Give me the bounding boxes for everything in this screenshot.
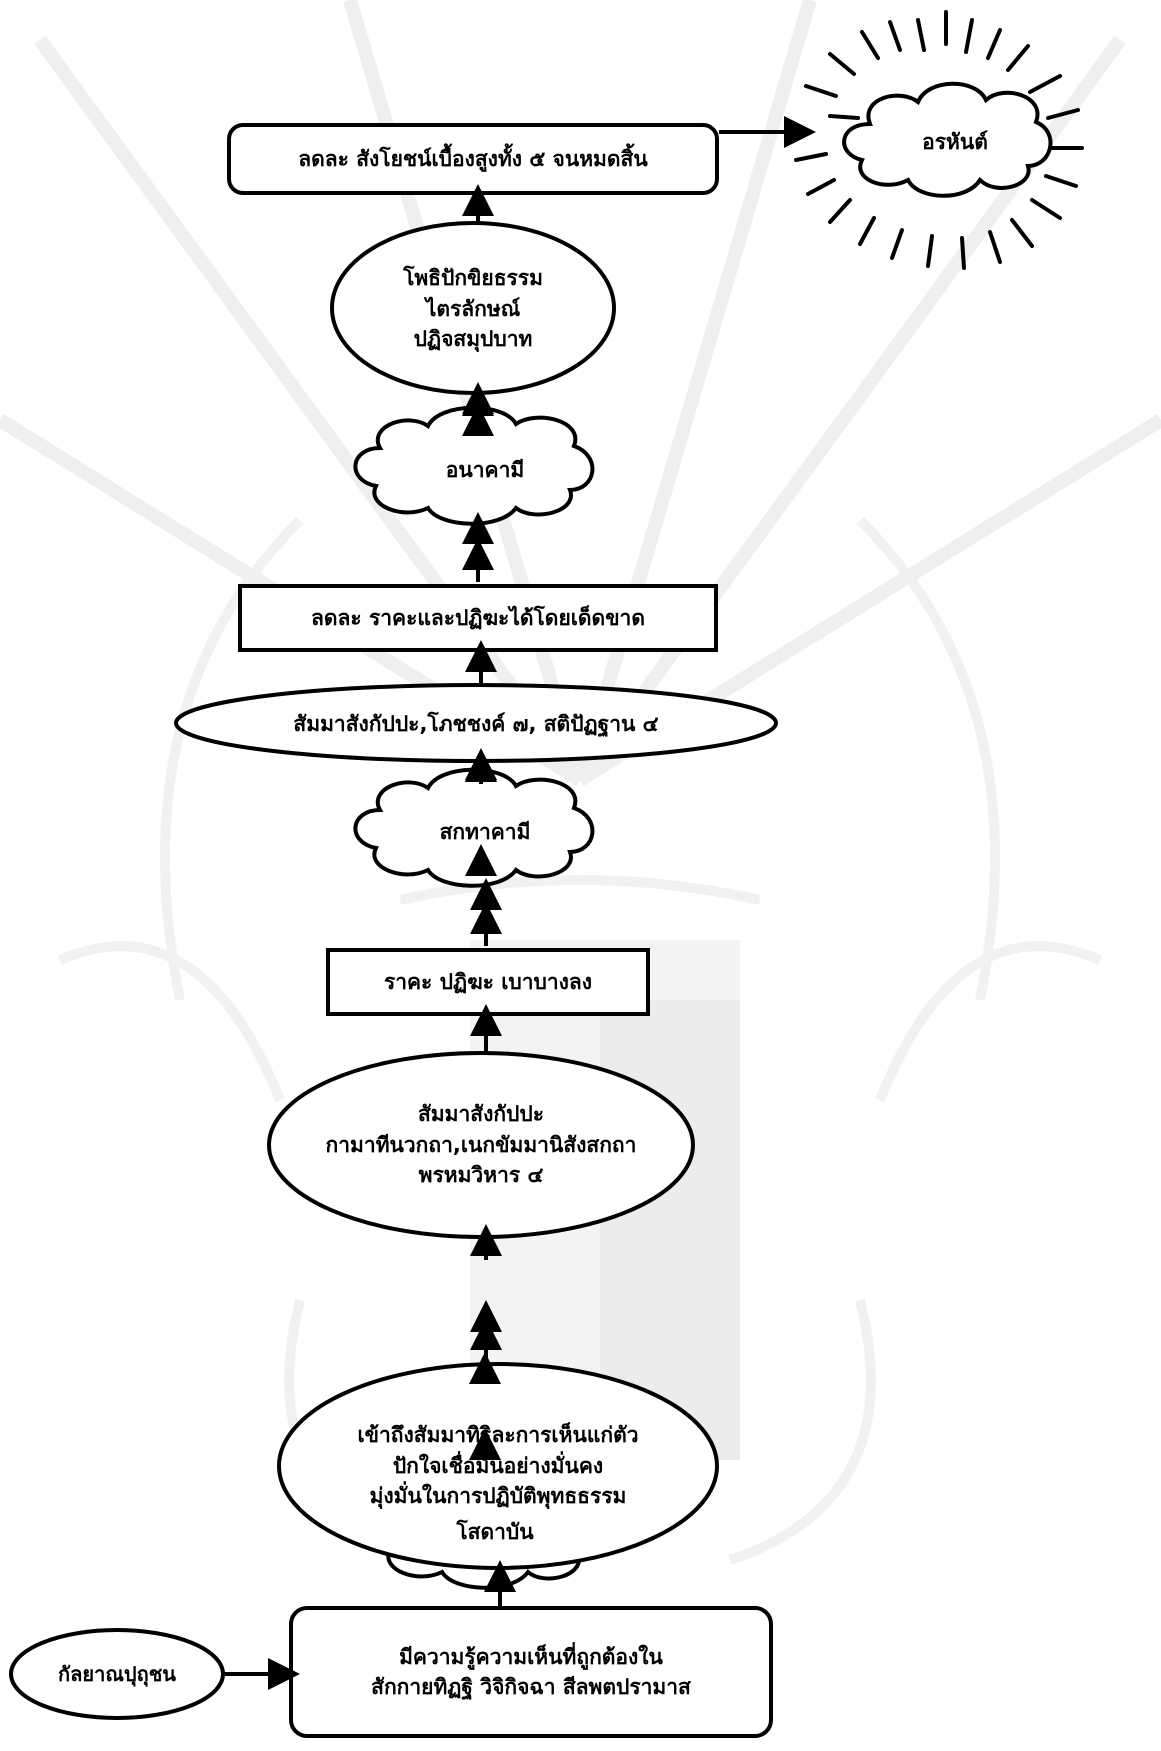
bodhi-line-2: ไตรลักษณ์ bbox=[425, 296, 521, 321]
sakadagami-line: สกทาคามี bbox=[439, 819, 531, 844]
thin-line: ราคะ ปฏิฆะ เบาบางลง bbox=[383, 969, 593, 994]
view-line-2: ปักใจเชื่อมั่นอย่างมั่นคง bbox=[392, 1453, 604, 1478]
arahant-lines: อรหันต์ bbox=[922, 127, 988, 157]
kama-lines: สัมมาสังกัปปะ กามาทีนวกถา,เนกขัมมานิสังส… bbox=[326, 1099, 637, 1190]
top-box-lines: ลดละ สังโยชน์เบื้องสูงทั้ง ๕ จนหมดสิ้น bbox=[298, 144, 647, 174]
thin-lines: ราคะ ปฏิฆะ เบาบางลง bbox=[384, 967, 592, 997]
bodhi-ellipse-label: โพธิปักขิยธรรม ไตรลักษณ์ ปฏิจสมุปบาท bbox=[332, 224, 614, 394]
raga-line: ลดละ ราคะและปฏิฆะได้โดยเด็ดขาด bbox=[310, 605, 645, 630]
kalyana-lines: กัลยาณปุถุชน bbox=[58, 1660, 176, 1689]
view-ellipse-label: เข้าถึงสัมมาทิฐิละการเห็นแก่ตัว ปักใจเชื… bbox=[279, 1364, 717, 1568]
sunburst-rays bbox=[794, 10, 1084, 270]
bottom-box-label: มีความรู้ความเห็นที่ถูกต้องใน สักกายทิฏฐ… bbox=[291, 1608, 771, 1736]
kama-ellipse-label: สัมมาสังกัปปะ กามาทีนวกถา,เนกขัมมานิสังส… bbox=[269, 1053, 693, 1237]
top-box-label: ลดละ สังโยชน์เบื้องสูงทั้ง ๕ จนหมดสิ้น bbox=[229, 125, 717, 193]
sotapanna-label: โสดาบัน bbox=[400, 1502, 590, 1562]
arahant-line: อรหันต์ bbox=[922, 129, 988, 154]
arahant-label: อรหันต์ bbox=[880, 112, 1030, 172]
top-box-line: ลดละ สังโยชน์เบื้องสูงทั้ง ๕ จนหมดสิ้น bbox=[298, 146, 648, 171]
thin-box-label: ราคะ ปฏิฆะ เบาบางลง bbox=[328, 950, 648, 1014]
bottom-box-line-2: สักกายทิฏฐิ วิจิกิจฉา สีลพตปรามาส bbox=[371, 1675, 691, 1699]
bodhi-line-1: โพธิปักขิยธรรม bbox=[403, 266, 543, 291]
bodhi-lines: โพธิปักขิยธรรม ไตรลักษณ์ ปฏิจสมุปบาท bbox=[403, 263, 543, 354]
sati-ellipse-label: สัมมาสังกัปปะ,โภชชงค์ ๗, สติปัฏฐาน ๔ bbox=[176, 686, 776, 762]
sakadagami-cloud bbox=[353, 767, 595, 888]
bottom-box-lines: มีความรู้ความเห็นที่ถูกต้องใน สักกายทิฏฐ… bbox=[371, 1642, 691, 1703]
sotapanna-line: โสดาบัน bbox=[456, 1519, 534, 1544]
sotapanna-lines: โสดาบัน bbox=[456, 1517, 533, 1547]
bottom-box-line-1: มีความรู้ความเห็นที่ถูกต้องใน bbox=[399, 1644, 663, 1669]
bodhi-line-3: ปฏิจสมุปบาท bbox=[413, 327, 533, 352]
sati-lines: สัมมาสังกัปปะ,โภชชงค์ ๗, สติปัฏฐาน ๔ bbox=[293, 709, 658, 739]
kama-line-2: กามาทีนวกถา,เนกขัมมานิสังสกถา bbox=[325, 1132, 637, 1157]
raga-box-label: ลดละ ราคะและปฏิฆะได้โดยเด็ดขาด bbox=[240, 586, 716, 650]
sati-line: สัมมาสังกัปปะ,โภชชงค์ ๗, สติปัฏฐาน ๔ bbox=[293, 711, 659, 736]
view-line-1: เข้าถึงสัมมาทิฐิละการเห็นแก่ตัว bbox=[357, 1423, 639, 1448]
kalyana-label: กัลยาณปุถุชน bbox=[11, 1630, 223, 1718]
kalyana-line: กัลยาณปุถุชน bbox=[58, 1661, 176, 1686]
sakadagami-label: สกทาคามี bbox=[390, 802, 580, 862]
anagami-cloud bbox=[353, 405, 595, 526]
anagami-lines: อนาคามี bbox=[446, 455, 524, 485]
view-lines: เข้าถึงสัมมาทิฐิละการเห็นแก่ตัว ปักใจเชื… bbox=[357, 1420, 638, 1511]
raga-lines: ลดละ ราคะและปฏิฆะได้โดยเด็ดขาด bbox=[311, 603, 645, 633]
view-line-3: มุ่งมั่นในการปฏิบัติพุทธธรรม bbox=[369, 1484, 627, 1509]
kama-line-1: สัมมาสังกัปปะ bbox=[417, 1102, 544, 1127]
arahant-cloud bbox=[842, 81, 1053, 198]
kama-line-3: พรหมวิหาร ๔ bbox=[418, 1163, 544, 1188]
sakadagami-lines: สกทาคามี bbox=[440, 817, 531, 847]
anagami-line: อนาคามี bbox=[445, 457, 525, 482]
anagami-label: อนาคามี bbox=[390, 440, 580, 500]
